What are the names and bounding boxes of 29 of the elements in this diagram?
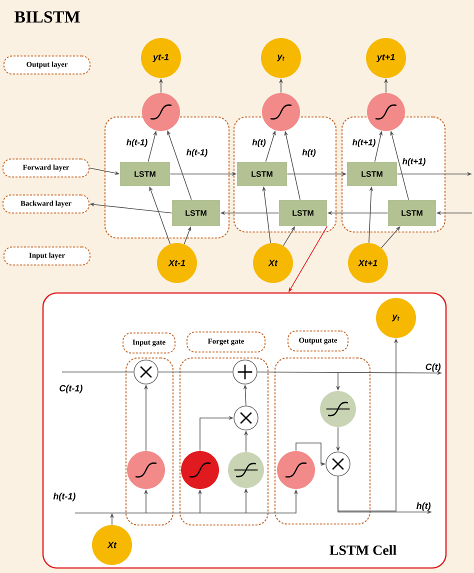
line-label: C(t) [426, 363, 441, 372]
title: BILSTM [14, 11, 80, 23]
sigmoid-circle [277, 451, 315, 489]
add-circle [232, 360, 258, 384]
lstm-box: LSTM [388, 200, 436, 226]
sigmoid-circle [262, 93, 300, 131]
multiply-circle [234, 406, 258, 430]
line-label: h(t-1) [53, 492, 76, 502]
lstm-box: LSTM [172, 200, 220, 226]
sigmoid-circle [127, 451, 165, 489]
edge-label: h(t) [302, 149, 316, 157]
lstm-box: LSTM [347, 162, 397, 186]
edge-label: h(t+1) [402, 158, 426, 166]
tanh-circle [228, 452, 264, 488]
lstm-box: LSTM [120, 162, 170, 186]
edge-label: h(t-1) [186, 149, 208, 157]
multiply-circle [134, 360, 158, 384]
edge-label: h(t+1) [352, 139, 376, 147]
sigmoid-circle [367, 93, 405, 131]
sigmoid-circle [181, 451, 219, 489]
lstm-box: LSTM [279, 200, 327, 226]
line-label: C(t-1) [60, 384, 82, 394]
line-label: h(t) [416, 502, 431, 511]
sigmoid-circle [142, 93, 180, 131]
tanh-circle [320, 391, 356, 427]
edge-label: h(t-1) [126, 139, 148, 147]
edge-label: h(t) [252, 139, 266, 147]
multiply-circle [326, 452, 350, 476]
lstm-box: LSTM [237, 162, 287, 186]
